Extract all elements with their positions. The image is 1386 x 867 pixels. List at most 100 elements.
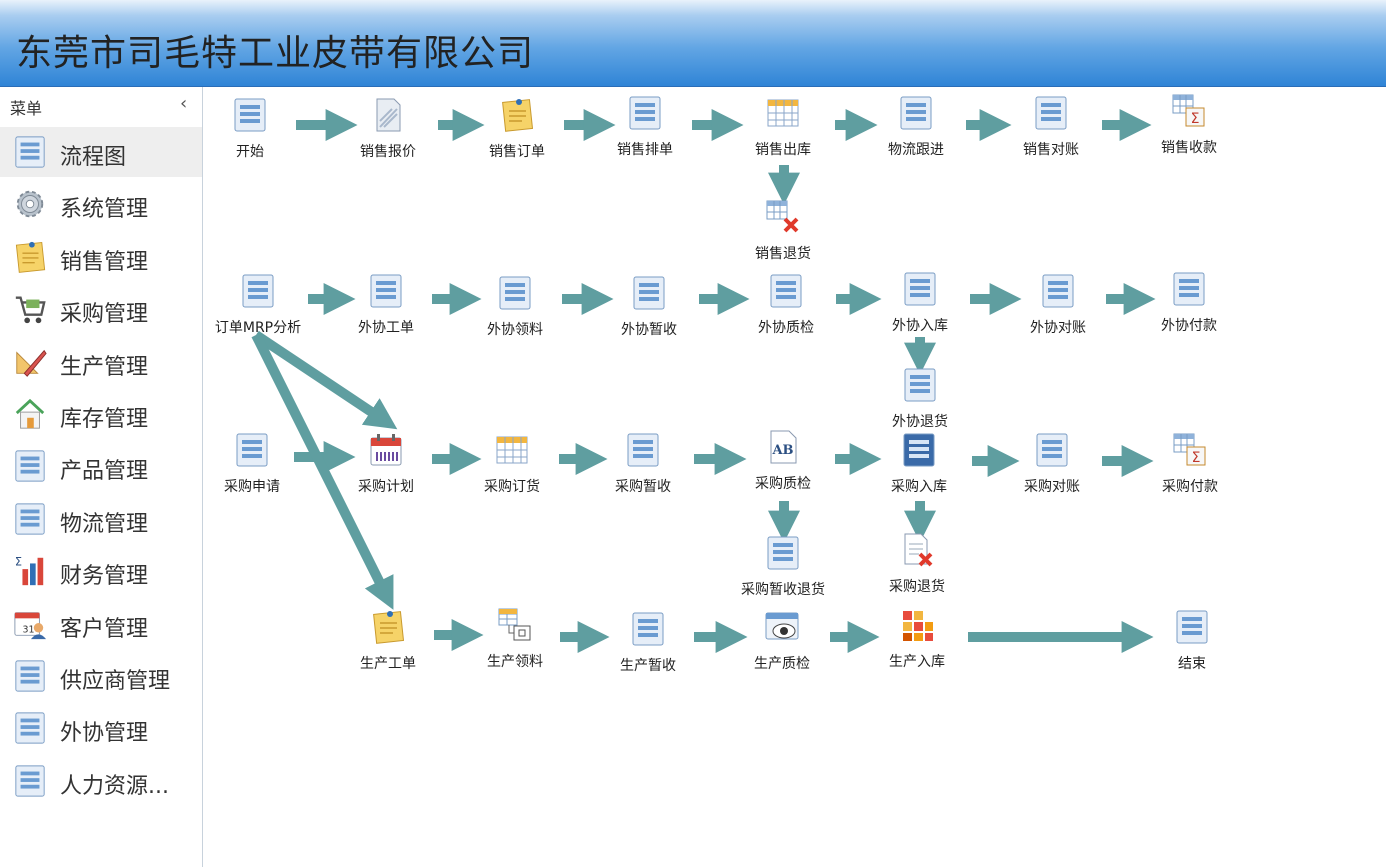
list-icon [627,433,659,467]
flow-node-prod-temp[interactable]: 生产暂收 [593,611,703,681]
flow-node-end[interactable]: 结束 [1137,609,1247,679]
flow-node-out-order[interactable]: 外协工单 [331,273,441,343]
list-dark-icon [903,433,935,467]
sidebar-item[interactable]: 外协管理 [0,703,202,753]
flow-node-label: 采购入库 [891,479,947,495]
eye-window-icon [765,612,799,640]
svg-text:AB: AB [771,443,793,458]
flow-node-pur-payment[interactable]: Σ 采购付款 [1135,432,1245,502]
flow-node-out-qc[interactable]: 外协质检 [731,273,841,343]
ab-document-icon: AB [770,430,797,464]
sidebar-item[interactable]: 采购管理 [0,284,202,334]
gear-icon [16,191,44,218]
list-icon [633,276,665,310]
sidebar-item[interactable]: 销售管理 [0,232,202,282]
list-icon [242,274,274,308]
flow-node-label: 采购订货 [484,479,540,495]
sidebar-item[interactable]: 流程图 [0,127,202,177]
flow-node-sales-schedule[interactable]: 销售排单 [590,95,700,165]
sidebar-item[interactable]: 系统管理 [0,179,202,229]
flow-node-out-inbound[interactable]: 外协入库 [865,271,975,341]
list-icon [629,96,661,130]
flow-node-pur-reconcile[interactable]: 采购对账 [997,432,1107,502]
flow-node-sales-quote[interactable]: 销售报价 [333,97,443,167]
flow-node-label: 物流跟进 [888,142,944,158]
list-icon [370,274,402,308]
flow-node-prod-material[interactable]: 生产领料 [460,607,570,677]
list-icon [1173,272,1205,306]
flow-node-label: 采购付款 [1162,479,1218,495]
flow-node-sales-return[interactable]: 销售退货 [728,199,838,269]
flow-node-pur-request[interactable]: 采购申请 [197,432,307,502]
sidebar-item-label: 销售管理 [60,249,149,275]
flow-node-sales-reconcile[interactable]: 销售对账 [996,95,1106,165]
flow-node-sales-outbound[interactable]: 销售出库 [728,95,838,165]
flow-node-pur-temp-return[interactable]: 采购暂收退货 [728,535,838,605]
sidebar-item[interactable]: 物流管理 [0,494,202,544]
sidebar-item[interactable]: 产品管理 [0,441,202,491]
document-icon [376,98,401,132]
sidebar-item[interactable]: 人力资源... [0,756,202,806]
flow-node-label: 销售订单 [489,144,545,160]
flow-node-prod-qc[interactable]: 生产质检 [727,609,837,679]
sidebar-item[interactable]: Σ 财务管理 [0,546,202,596]
flow-node-out-material[interactable]: 外协领料 [460,275,570,345]
sidebar-menu: 菜单 ‹ 流程图 系统管理 销售管理 采购管理 生产管理 [0,87,203,867]
document-delete-icon [904,533,933,567]
sidebar-item-label: 财务管理 [60,564,149,590]
flow-node-pur-inbound[interactable]: 采购入库 [864,432,974,502]
list-icon [904,368,936,402]
flow-node-pur-plan[interactable]: 采购计划 [331,432,441,502]
sidebar-item-label: 生产管理 [60,354,149,380]
svg-text:Σ: Σ [1192,450,1201,466]
ruler-pencil-icon [16,349,47,377]
flow-node-mrp[interactable]: 订单MRP分析 [203,273,313,343]
sidebar-item-label: 库存管理 [60,407,149,432]
sidebar-item-label: 客户管理 [60,616,149,642]
sidebar-item-label: 人力资源... [60,773,169,799]
list-icon [236,433,268,467]
list-icon [15,503,45,535]
sidebar-item-label: 供应商管理 [60,669,171,694]
list-icon [15,450,45,482]
flow-node-label: 采购暂收退货 [741,582,825,598]
collapse-icon[interactable]: ‹ [180,93,188,114]
flow-node-sales-receipt[interactable]: Σ 销售收款 [1134,93,1244,163]
sidebar-item-label: 系统管理 [60,197,149,223]
flow-node-label: 外协工单 [358,320,414,336]
sigma-chart-icon: Σ [15,555,44,586]
sidebar-header-label: 菜单 [10,99,43,118]
flow-node-prod-inbound[interactable]: 生产入库 [862,607,972,677]
color-grid-icon [901,609,933,641]
flow-node-pur-order[interactable]: 采购订货 [457,432,567,502]
sidebar-item[interactable]: 生产管理 [0,337,202,387]
list-icon [900,96,932,130]
sidebar-item[interactable]: 供应商管理 [0,651,202,701]
list-icon [770,274,802,308]
flow-node-pur-return[interactable]: 采购退货 [862,532,972,602]
flow-node-pur-temp[interactable]: 采购暂收 [588,432,698,502]
flow-node-pur-qc[interactable]: AB 采购质检 [728,429,838,499]
list-icon [15,136,45,168]
table-delete-icon [766,200,799,233]
flow-node-label: 外协暂收 [621,322,677,338]
flow-arrow [251,332,394,610]
flow-node-out-payment[interactable]: 外协付款 [1134,271,1244,341]
svg-text:Σ: Σ [15,555,22,569]
flow-node-label: 采购计划 [358,479,414,495]
flow-node-sales-order[interactable]: 销售订单 [462,97,572,167]
flow-node-logistics-track[interactable]: 物流跟进 [861,95,971,165]
list-icon [15,660,45,692]
flow-node-start[interactable]: 开始 [195,97,305,167]
sidebar-item[interactable]: 31 客户管理 [0,599,202,649]
flow-node-out-reconcile[interactable]: 外协对账 [1003,273,1113,343]
flow-node-prod-order[interactable]: 生产工单 [333,609,443,679]
flow-node-label: 采购质检 [755,476,811,492]
flow-node-out-temp[interactable]: 外协暂收 [594,275,704,345]
flow-node-out-return[interactable]: 外协退货 [865,367,975,437]
calendar-icon [370,434,402,466]
grid-icon [496,436,528,464]
flow-node-label: 销售出库 [755,142,811,158]
sidebar-item[interactable]: 库存管理 [0,389,202,439]
sidebar-item-label: 采购管理 [60,302,149,328]
